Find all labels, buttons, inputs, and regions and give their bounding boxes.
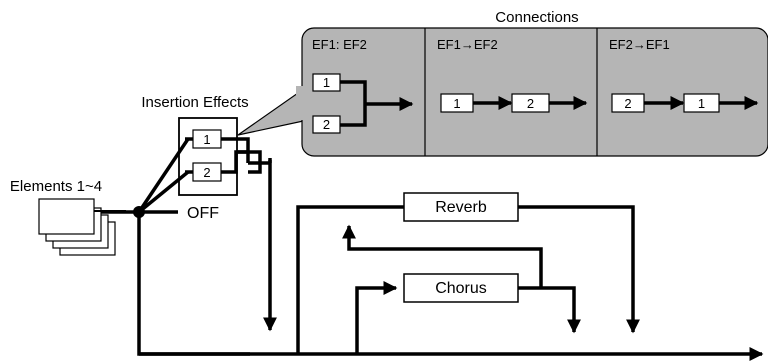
- signal-routing: [101, 138, 764, 361]
- panel-ef1-to-ef2: EF1→EF2 1 2: [437, 37, 588, 113]
- insertion-slot-2-label: 2: [203, 165, 210, 180]
- route-to-slot-1: [137, 138, 190, 213]
- connections-title: Connections: [495, 9, 578, 26]
- chorus-box: [403, 273, 519, 303]
- chorus-return-arrow: [518, 286, 581, 334]
- insertion-slot-1-label: 1: [203, 132, 210, 147]
- chorus-label: Chorus: [435, 280, 487, 297]
- chorus-block: Chorus: [403, 273, 519, 303]
- panel-ef2-to-ef1: EF2→EF1 2 1: [609, 37, 759, 113]
- ef2-box-label: 2: [624, 96, 631, 111]
- callout-joint: [296, 86, 310, 120]
- reverb-label: Reverb: [435, 199, 487, 216]
- insertion-effects-block: 1 2: [178, 117, 272, 196]
- ef1-box-label: 1: [453, 96, 460, 111]
- reverb-send-line: [296, 205, 404, 354]
- ef1-box-label: 1: [323, 75, 330, 90]
- reverb-box: [403, 192, 519, 222]
- bypass-line: [137, 212, 250, 356]
- insertion-effects-label: Insertion Effects: [141, 94, 248, 111]
- elements-stack-icon: [38, 198, 126, 256]
- connections-box: [301, 27, 768, 157]
- elements-label: Elements 1~4: [10, 178, 102, 195]
- reverb-return-arrow: [518, 205, 640, 334]
- connections-panel: [237, 27, 768, 157]
- off-label: OFF: [187, 205, 219, 222]
- panel-label-ef2-to-ef1: EF2→EF1: [609, 37, 670, 52]
- ef1-box-label: 1: [698, 96, 705, 111]
- route-to-slot-2: [137, 170, 190, 214]
- ef2-box-label: 2: [323, 117, 330, 132]
- panel-label-parallel: EF1: EF2: [312, 37, 367, 52]
- panel-label-ef1-to-ef2: EF1→EF2: [437, 37, 498, 52]
- reverb-block: Reverb: [403, 192, 519, 222]
- ef2-box-label: 2: [527, 96, 534, 111]
- slot-1-output: [221, 137, 250, 163]
- chorus-to-reverb-arrow: [342, 224, 543, 288]
- chorus-send-arrow: [355, 281, 398, 354]
- panel-parallel: EF1: EF2 1 2: [312, 37, 414, 134]
